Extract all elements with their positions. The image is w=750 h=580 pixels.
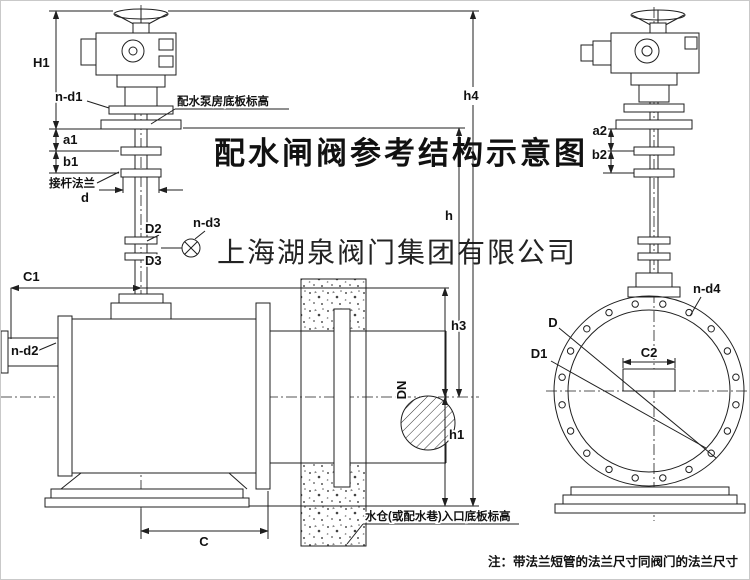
annotation-inlet-floor: 水仓(或配水巷)入口底板标高 — [365, 509, 511, 523]
actuator-left — [80, 8, 177, 107]
dim-label-d: d — [81, 190, 89, 205]
valve-body-front — [550, 295, 745, 487]
wall-section — [300, 278, 367, 547]
dim-label-C1: C1 — [23, 269, 40, 284]
valve-body-left — [1, 302, 447, 490]
dim-label-b2: b2 — [592, 147, 607, 162]
base-support-left — [44, 472, 250, 508]
annotation-pump-room-floor: 配水泵房底板标高 — [177, 94, 269, 108]
dimension-lines-right — [603, 128, 702, 368]
dim-label-D3: D3 — [145, 253, 162, 268]
stem-right — [615, 102, 693, 298]
flange-note: 注：带法兰短管的法兰尺寸同阀门的法兰尺寸 — [488, 554, 739, 569]
dim-label-DN: DN — [394, 381, 409, 400]
base-support-right — [554, 486, 746, 514]
company-watermark: 上海湖泉阀门集团有限公司 — [217, 237, 577, 269]
stem-left — [100, 105, 182, 320]
dim-label-h4: h4 — [463, 88, 479, 103]
dim-label-n-d4: n-d4 — [693, 281, 721, 296]
flange-bolt-holes — [558, 300, 740, 482]
dim-label-h3: h3 — [451, 318, 466, 333]
dim-label-D: D — [548, 315, 557, 330]
dim-label-n-d3: n-d3 — [193, 215, 220, 230]
bypass-valve-symbol — [161, 238, 201, 258]
dimension-lines-left — [10, 10, 519, 545]
dim-label-b1: b1 — [63, 154, 78, 169]
labels: H1 n-d1 a1 b1 d D2 n-d3 D3 C1 n-d2 DN C … — [9, 53, 723, 551]
annotation-stem-flange: 接杆法兰 — [49, 176, 95, 190]
dim-label-D1: D1 — [531, 346, 548, 361]
dim-label-n-d1: n-d1 — [55, 89, 82, 104]
dim-label-h1: h1 — [449, 427, 464, 442]
dim-label-a1: a1 — [63, 132, 77, 147]
dim-label-H1: H1 — [33, 55, 50, 70]
dim-label-n-d2: n-d2 — [11, 343, 38, 358]
diagram-title: 配水闸阀参考结构示意图 — [214, 136, 588, 171]
dim-label-C: C — [199, 534, 209, 549]
actuator-right — [580, 9, 700, 103]
flow-section-ellipse — [400, 395, 456, 451]
dim-label-a2: a2 — [593, 123, 607, 138]
dim-label-D2: D2 — [145, 221, 162, 236]
dim-label-h: h — [445, 208, 453, 223]
dim-label-C2: C2 — [641, 345, 658, 360]
